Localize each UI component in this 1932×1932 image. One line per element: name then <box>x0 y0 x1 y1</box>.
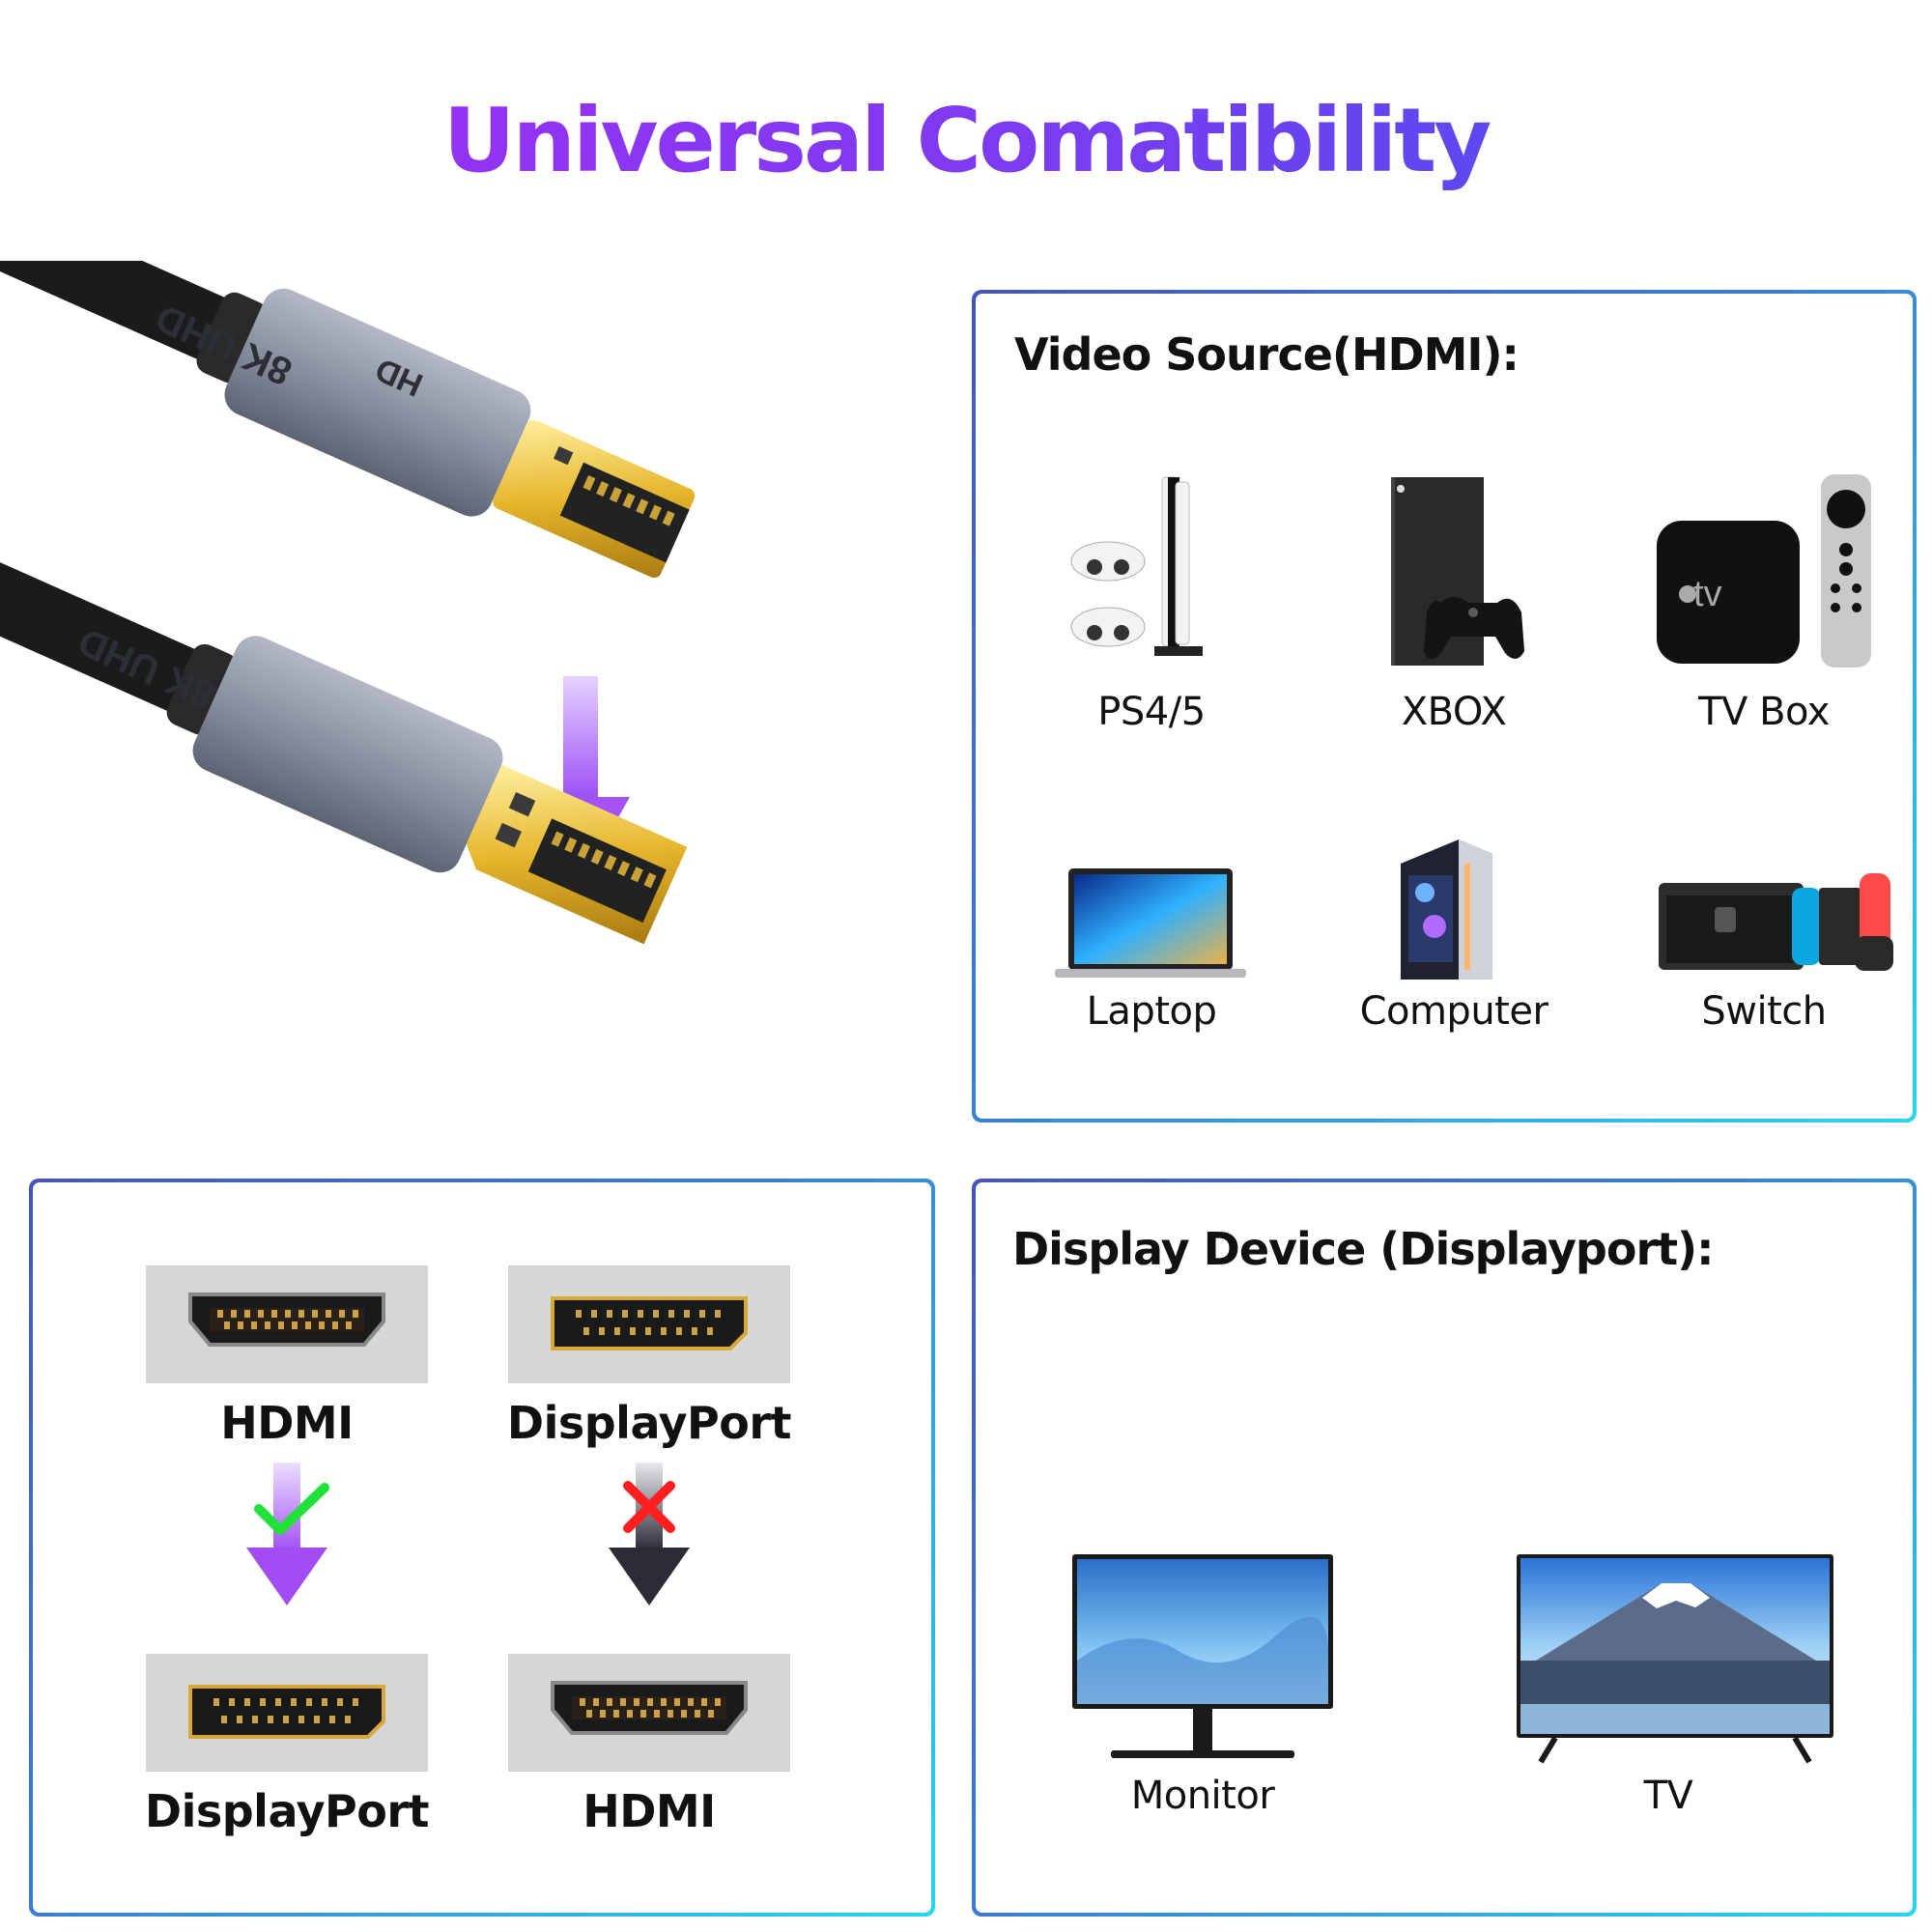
displayport-port-box <box>146 1654 428 1772</box>
port-label: DisplayPort <box>506 1397 792 1449</box>
device-label: TV Box <box>1698 690 1830 734</box>
playstation-icon <box>1070 476 1203 656</box>
arrow-down-icon <box>609 1463 690 1605</box>
hdmi-port-box <box>508 1654 790 1772</box>
device-label: TV <box>1643 1774 1693 1818</box>
hdmi-port-icon <box>551 1681 748 1735</box>
device-label: Computer <box>1359 989 1548 1034</box>
cable-connectors-image: 8K UHD HD 8K UHD <box>0 261 696 945</box>
laptop-icon <box>1055 868 1246 978</box>
video-source-heading: Video Source(HDMI): <box>1014 328 1520 381</box>
displayport-connector <box>0 512 688 945</box>
video-source-panel: Video Source(HDMI): PS4/5 XBOX tv <box>972 290 1917 1122</box>
port-label: DisplayPort <box>144 1785 430 1837</box>
device-label: PS4/5 <box>1097 690 1206 734</box>
direction-panel: HDMI DisplayPort DisplayPort <box>29 1179 935 1917</box>
xbox-icon <box>1391 477 1524 666</box>
monitor-icon <box>1072 1554 1333 1758</box>
tv-icon <box>1517 1554 1833 1764</box>
cross-icon <box>623 1481 675 1533</box>
hdmi-port-box <box>146 1265 428 1383</box>
check-icon <box>254 1483 329 1535</box>
arrow-down-icon <box>246 1463 327 1605</box>
device-label: XBOX <box>1401 690 1507 734</box>
display-device-panel: Display Device (Displayport): Monitor TV <box>972 1179 1917 1917</box>
tv-box-icon: tv <box>1657 474 1871 668</box>
port-label: HDMI <box>582 1785 716 1837</box>
device-label: Laptop <box>1086 989 1217 1034</box>
hdmi-port-icon <box>188 1293 385 1347</box>
displayport-port-box <box>508 1265 790 1383</box>
switch-console-icon <box>1659 873 1893 971</box>
port-label: HDMI <box>220 1397 354 1449</box>
tv-box-logo: tv <box>1693 574 1722 614</box>
displayport-port-icon <box>551 1296 748 1350</box>
displayport-port-icon <box>188 1685 385 1739</box>
hdmi-connector <box>0 261 696 579</box>
device-label: Switch <box>1701 989 1827 1034</box>
computer-tower-icon <box>1401 839 1492 980</box>
device-label: Monitor <box>1130 1774 1275 1818</box>
display-device-heading: Display Device (Displayport): <box>1012 1223 1715 1275</box>
page-title: Universal Comatibility <box>0 89 1932 192</box>
